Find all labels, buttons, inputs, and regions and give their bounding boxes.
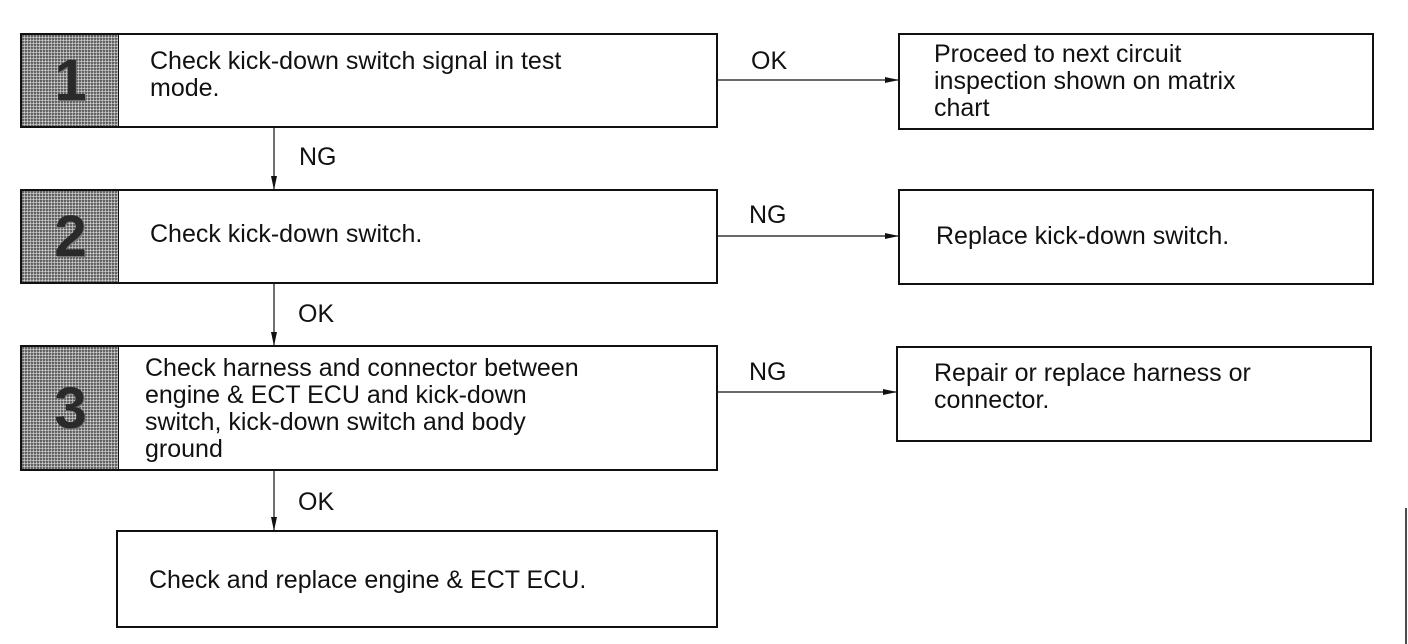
final-step-box: Check and replace engine & ECT ECU. <box>116 530 718 628</box>
step-1-box: 1 Check kick-down switch signal in test … <box>20 33 718 128</box>
step-3-box: 3 Check harness and connector between en… <box>20 345 718 471</box>
outcome-2-box: Replace kick-down switch. <box>898 189 1374 285</box>
label-step3-ng: NG <box>749 358 787 386</box>
step-1-number-badge: 1 <box>22 35 119 126</box>
outcome-3-box: Repair or replace harness or connector. <box>896 346 1372 442</box>
final-step-text: Check and replace engine & ECT ECU. <box>149 566 587 594</box>
outcome-2-text: Replace kick-down switch. <box>936 222 1230 250</box>
label-step2-ng: NG <box>749 201 787 229</box>
step-2-number-badge: 2 <box>22 191 119 282</box>
outcome-1-text: Proceed to next circuit inspection shown… <box>934 40 1236 122</box>
step-2-box: 2 Check kick-down switch. <box>20 189 718 284</box>
outcome-3-text: Repair or replace harness or connector. <box>934 359 1251 414</box>
step-3-number-badge: 3 <box>22 347 119 469</box>
step-2-text: Check kick-down switch. <box>150 220 423 248</box>
label-step2-ok: OK <box>298 300 335 328</box>
step-1-text: Check kick-down switch signal in test mo… <box>150 47 562 102</box>
label-step3-ok: OK <box>298 488 335 516</box>
outcome-1-box: Proceed to next circuit inspection shown… <box>898 33 1374 130</box>
label-step1-ng: NG <box>299 143 337 171</box>
step-3-text: Check harness and connector between engi… <box>145 354 579 463</box>
label-step1-ok: OK <box>751 47 788 75</box>
